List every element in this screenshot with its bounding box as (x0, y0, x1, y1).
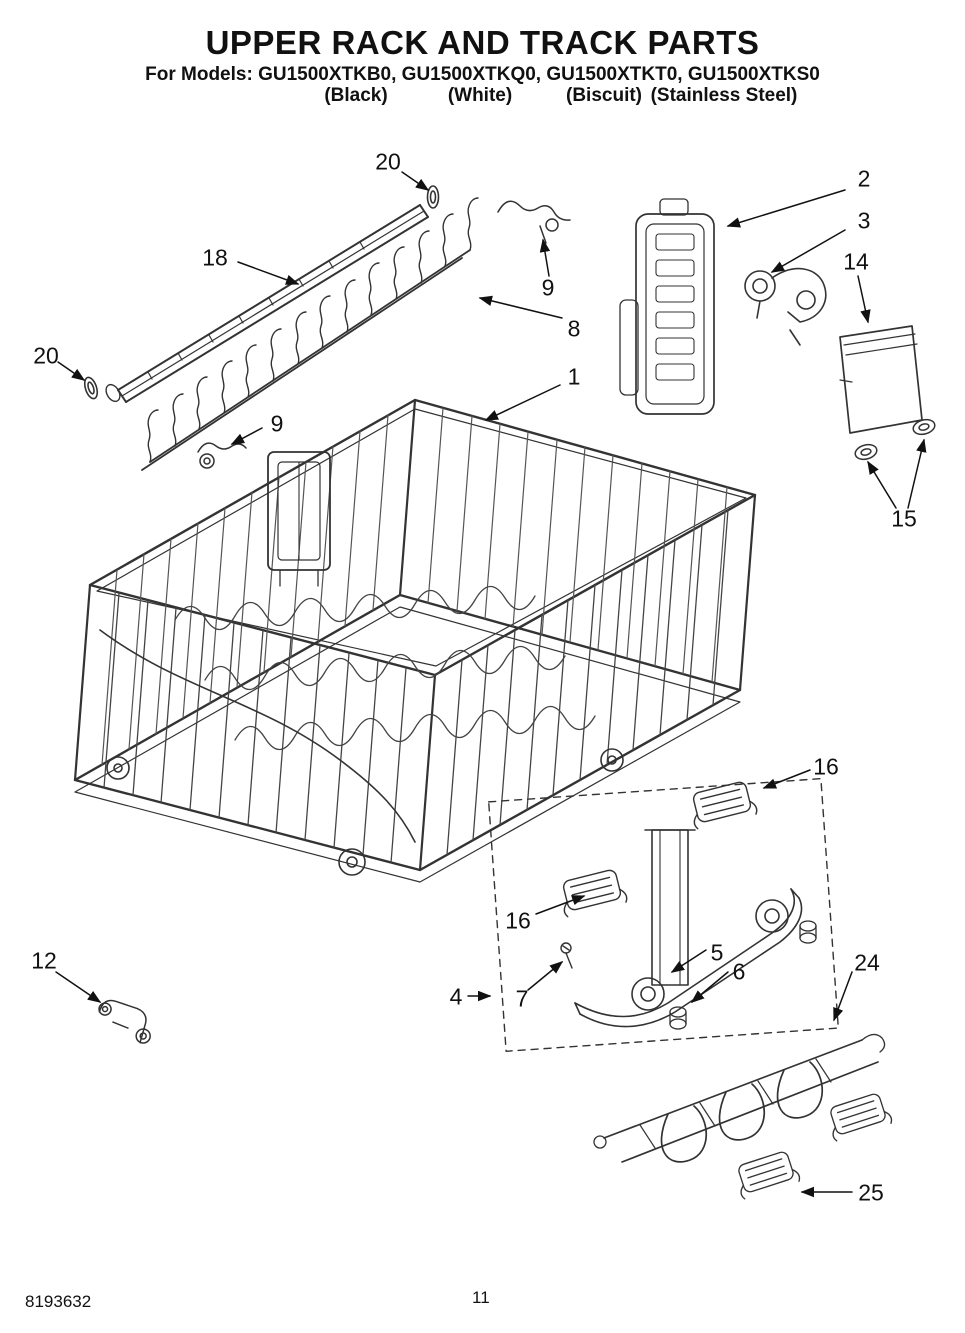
leader-arrows (55, 171, 927, 1198)
callout-12: 12 (31, 947, 57, 974)
callout-20-left: 20 (33, 342, 59, 369)
callout-3: 3 (857, 207, 871, 234)
color-label-biscuit: (Biscuit) (566, 85, 642, 106)
callout-1: 1 (567, 363, 581, 390)
callout-8: 8 (567, 315, 581, 342)
callout-18: 18 (202, 244, 228, 271)
callout-2: 2 (857, 165, 871, 192)
part-5-6-track-arm (574, 829, 817, 1030)
callout-20-top-rail: 20 (375, 148, 401, 175)
callout-16-upper: 16 (813, 753, 839, 780)
callout-25: 25 (858, 1179, 884, 1206)
part-12-clip (98, 999, 151, 1044)
part-24-wire-assembly (593, 1033, 886, 1163)
part-1-upper-rack (73, 398, 757, 883)
document-number: 8193632 (25, 1292, 92, 1311)
callout-4: 4 (449, 983, 463, 1010)
part-9-bracket-top (497, 200, 571, 244)
callout-9-upper: 9 (541, 274, 555, 301)
color-label-white: (White) (447, 85, 513, 106)
color-label-stainless: (Stainless Steel) (650, 85, 798, 106)
part-8-tine-row (141, 197, 479, 471)
part-14-plate (839, 325, 923, 434)
part-7-screw (560, 942, 573, 969)
callout-14: 14 (843, 248, 869, 275)
callout-15: 15 (891, 505, 917, 532)
callout-24: 24 (854, 949, 880, 976)
callout-7: 7 (515, 985, 529, 1012)
part-9-bracket-left (197, 442, 247, 469)
page-number: 11 (472, 1288, 490, 1307)
page-title: UPPER RACK AND TRACK PARTS (205, 24, 760, 61)
part-18-track-rail (105, 204, 429, 403)
callout-16-lower: 16 (505, 907, 531, 934)
part-16-clip-lower (556, 866, 629, 918)
color-label-black: (Black) (324, 85, 388, 106)
models-line: For Models: GU1500XTKB0, GU1500XTKQ0, GU… (145, 64, 820, 85)
part-20-clip-left (83, 376, 99, 400)
part-2-track-assembly (619, 198, 715, 415)
part-20-clip-right (426, 185, 440, 209)
part-3-roller-bracket (744, 267, 827, 346)
callout-9-left: 9 (270, 410, 284, 437)
callout-5: 5 (710, 939, 724, 966)
callout-6: 6 (732, 958, 746, 985)
part-4-dashed-box (487, 777, 840, 1052)
part-15-caps (854, 418, 936, 461)
